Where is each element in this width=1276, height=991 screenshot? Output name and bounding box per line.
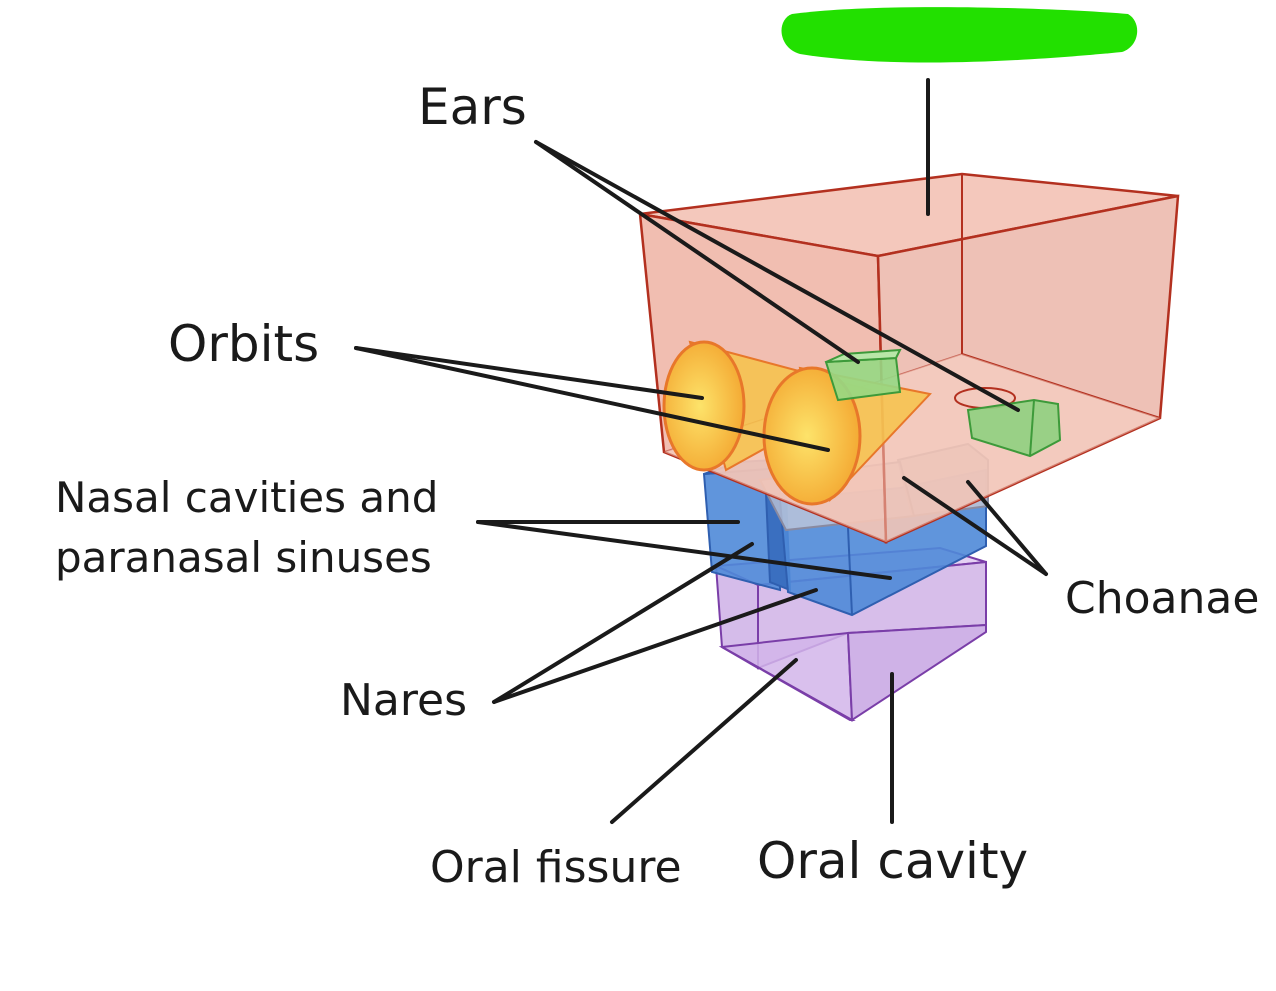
leader-lines [354,78,1048,824]
leader-nares-1 [492,542,754,704]
label-orbits: Orbits [168,315,320,373]
leader-ears-2 [534,140,1020,412]
leader-nares-2 [492,588,818,704]
label-oral-fissure: Oral fissure [430,842,682,893]
orbit-cones [662,340,932,506]
label-oral-cavity: Oral cavity [757,832,1029,890]
ear-boxes [824,348,1062,458]
label-nasal-line-1: Nasal cavities and [55,473,439,522]
leader-oral-fissure [610,658,798,824]
label-nasal-line-2: paranasal sinuses [55,533,432,582]
leader-choanae-2 [966,480,1048,576]
leader-orbits-1 [354,346,704,400]
label-ears: Ears [418,78,527,136]
leader-nasal-2 [476,520,892,580]
leader-orbits-2 [354,346,830,452]
leader-ears-1 [534,140,860,364]
label-choanae: Choanae [1065,573,1260,624]
leader-choanae-1 [902,476,1048,576]
label-nasal-cavities: Nasal cavities and paranasal sinuses [55,468,438,588]
label-nares: Nares [340,675,467,726]
redaction-mark [781,7,1138,63]
